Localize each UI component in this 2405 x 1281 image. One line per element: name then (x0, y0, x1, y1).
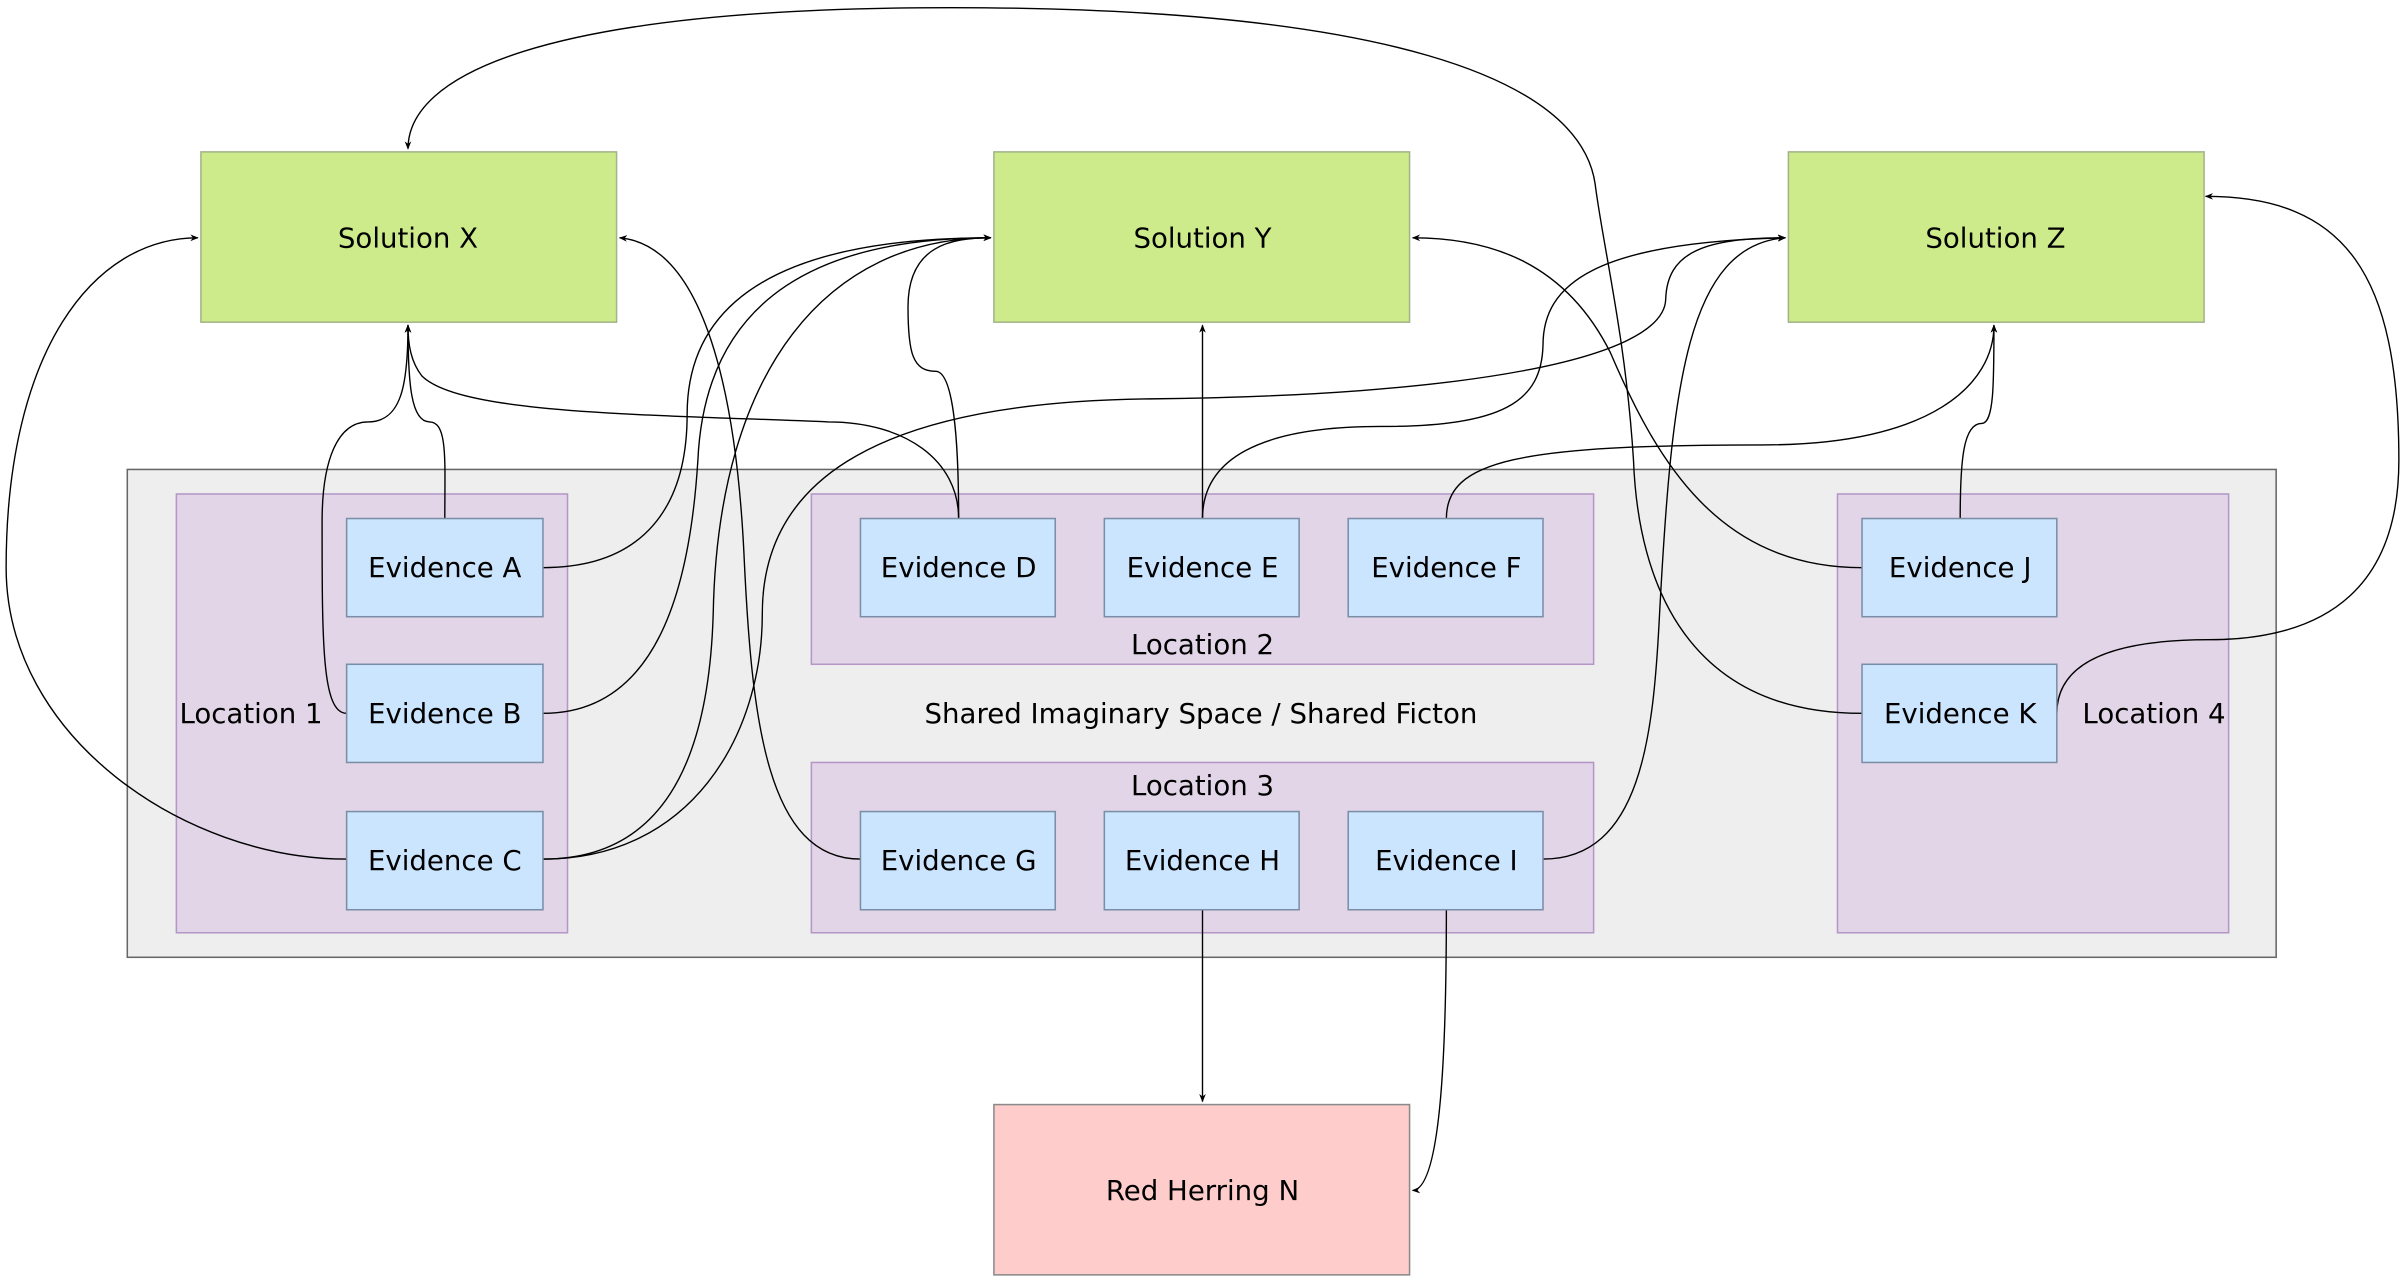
evidence-c-label: Evidence C (368, 844, 522, 877)
evidence-j-label: Evidence J (1889, 551, 2032, 584)
edge-K-X[interactable] (404, 6, 1863, 715)
edge-C-Y[interactable] (542, 234, 992, 860)
evidence-d-label: Evidence D (881, 551, 1037, 584)
edge-D-X[interactable] (404, 324, 960, 519)
evidence-g[interactable]: Evidence G (859, 810, 1057, 911)
location-3-label: Location 3 (1131, 769, 1274, 802)
solution-z[interactable]: Solution Z (1787, 151, 2205, 323)
edge-I-N[interactable] (1411, 908, 1448, 1194)
evidence-c[interactable]: Evidence C (345, 810, 544, 911)
solution-y-label: Solution Y (1133, 221, 1271, 254)
evidence-a-label: Evidence A (368, 551, 521, 584)
edge-J-Z[interactable] (1959, 324, 1998, 519)
evidence-f-label: Evidence F (1371, 551, 1521, 584)
edge-A-Y[interactable] (542, 234, 992, 569)
shared-space-label: Shared Imaginary Space / Shared Ficton (925, 697, 1478, 730)
location-4-label: Location 4 (2082, 697, 2225, 730)
evidence-g-label: Evidence G (881, 844, 1037, 877)
evidence-k[interactable]: Evidence K (1861, 663, 2058, 764)
evidence-b-label: Evidence B (368, 697, 521, 730)
evidence-j[interactable]: Evidence J (1861, 517, 2058, 618)
edge-B-X[interactable] (321, 324, 412, 715)
evidence-b[interactable]: Evidence B (345, 663, 544, 764)
evidence-e[interactable]: Evidence E (1103, 517, 1300, 618)
solution-y[interactable]: Solution Y (993, 151, 1411, 323)
location-1-label: Location 1 (179, 697, 322, 730)
edge-C-X[interactable] (5, 234, 347, 860)
edge-D-Y[interactable] (907, 234, 992, 519)
evidence-h[interactable]: Evidence H (1103, 810, 1300, 911)
edge-B-Y[interactable] (542, 234, 992, 715)
red-herring-n[interactable]: Red Herring N (993, 1103, 1411, 1276)
red-herring-label: Red Herring N (1106, 1174, 1299, 1207)
solution-z-label: Solution Z (1925, 221, 2065, 254)
edge-A-X[interactable] (404, 324, 446, 519)
location-2-label: Location 2 (1131, 628, 1274, 661)
evidence-i[interactable]: Evidence I (1347, 810, 1544, 911)
edge-K-Z[interactable] (2056, 193, 2400, 714)
edge-J-Y[interactable] (1411, 234, 1863, 569)
evidence-e-label: Evidence E (1127, 551, 1279, 584)
evidence-i-label: Evidence I (1375, 844, 1518, 877)
evidence-a[interactable]: Evidence A (345, 517, 544, 618)
edge-F-Z[interactable] (1445, 324, 1998, 519)
edge-G-X[interactable] (618, 235, 861, 860)
evidence-h-label: Evidence H (1125, 844, 1280, 877)
solution-x[interactable]: Solution X (200, 151, 618, 323)
edge-I-Z[interactable] (1543, 235, 1787, 860)
evidence-k-label: Evidence K (1884, 697, 2037, 730)
edge-E-Z[interactable] (1201, 234, 1787, 519)
evidence-f[interactable]: Evidence F (1347, 517, 1544, 618)
evidence-d[interactable]: Evidence D (859, 517, 1057, 618)
edge-C-Z[interactable] (542, 234, 1787, 860)
solution-x-label: Solution X (338, 221, 478, 254)
edges (5, 6, 2400, 1194)
